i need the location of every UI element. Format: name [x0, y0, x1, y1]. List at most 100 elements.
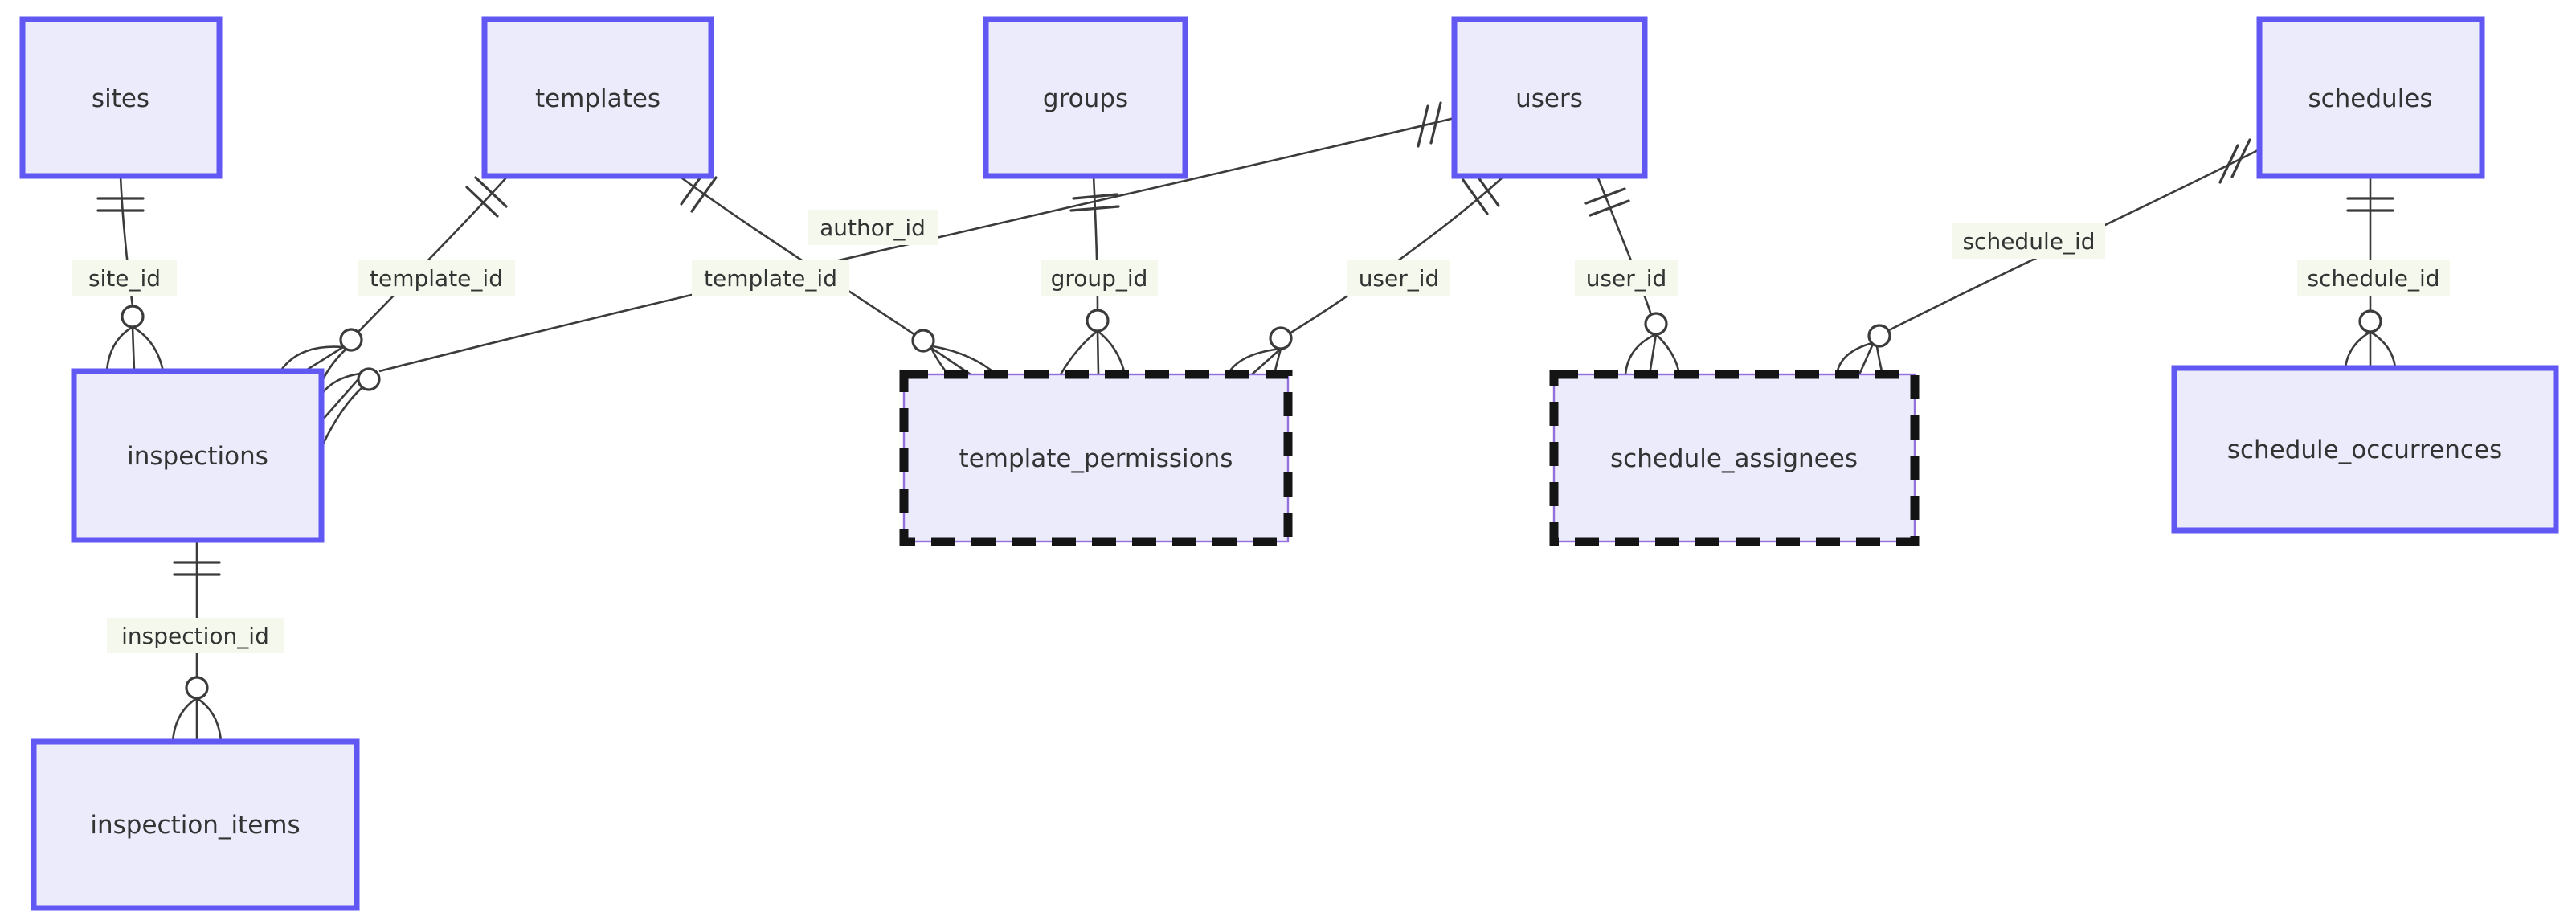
- edge-label-text: schedule_id: [2307, 265, 2439, 292]
- edge-label-template-id-right: template_id: [692, 260, 849, 296]
- edge-label-text: user_id: [1359, 265, 1440, 292]
- edge-label-bg: [1347, 260, 1450, 296]
- zero-cardinality-circle: [1867, 324, 1891, 348]
- entity-inspections: inspections: [71, 368, 325, 543]
- edge-label-text: author_id: [820, 215, 926, 241]
- edge-label-bg: [358, 260, 515, 296]
- one-cardinality-marker: [2218, 138, 2251, 184]
- zero-cardinality-circle: [339, 328, 363, 352]
- entity-box: [71, 368, 325, 543]
- entity-box-dashed-border: [1549, 370, 1920, 546]
- entity-box-dashed-border: [899, 370, 1293, 546]
- edge-label-text: schedule_id: [1962, 228, 2095, 255]
- entity-name: inspections: [127, 442, 268, 471]
- entity-name: sites: [92, 84, 149, 113]
- edge-label-author-id: author_id: [808, 210, 938, 245]
- edge-label-text: template_id: [704, 265, 837, 292]
- relationship-line: [1092, 175, 1099, 311]
- entity-templates: templates: [481, 16, 714, 179]
- edge-label-bg: [72, 260, 177, 296]
- relationship-line: [678, 174, 916, 337]
- one-cardinality-marker: [1584, 187, 1630, 217]
- many-cardinality-crowfoot: [1624, 333, 1681, 375]
- edge-label-text: template_id: [370, 265, 503, 292]
- zero-cardinality-circle: [357, 367, 381, 391]
- entity-box: [1552, 373, 1916, 543]
- relationship-groups-template-permissions: [1059, 175, 1126, 375]
- edge-label-text: inspection_id: [121, 623, 269, 649]
- edge-label-bg: [1575, 260, 1678, 296]
- entity-sites: sites: [19, 16, 223, 179]
- entity-name: users: [1515, 84, 1583, 113]
- entity-box: [1451, 16, 1648, 179]
- relationship-users-schedule-assignees: [1584, 175, 1681, 375]
- entity-groups: groups: [983, 16, 1188, 179]
- one-cardinality-marker: [173, 561, 221, 576]
- edge-label-inspection-id: inspection_id: [107, 618, 284, 653]
- entity-box: [983, 16, 1188, 179]
- edge-label-template-id-left: template_id: [358, 260, 515, 296]
- relationship-templates-template-permissions: [678, 169, 997, 376]
- edge-label-user-id-right: user_id: [1575, 260, 1678, 296]
- relationship-line: [1289, 175, 1505, 335]
- relationship-line: [358, 175, 509, 333]
- entity-inspection-items: inspection_items: [31, 738, 360, 911]
- edge-label-text: group_id: [1051, 265, 1148, 292]
- edge-label-schedule-id-left: schedule_id: [1952, 223, 2105, 259]
- entity-box: [2171, 365, 2559, 534]
- relationship-templates-inspections: [279, 175, 509, 382]
- zero-cardinality-circle: [911, 329, 935, 353]
- zero-cardinality-circle: [1644, 312, 1668, 336]
- zero-cardinality-circle: [121, 305, 145, 329]
- entity-schedules: schedules: [2256, 16, 2485, 179]
- many-cardinality-crowfoot: [1835, 341, 1884, 375]
- edge-label-bg: [808, 210, 938, 245]
- entity-name: schedules: [2308, 84, 2432, 113]
- relationship-sites-inspections: [96, 175, 165, 372]
- relationship-line: [1596, 175, 1653, 316]
- edge-label-bg: [2297, 260, 2450, 296]
- many-cardinality-crowfoot: [320, 372, 362, 448]
- entity-name: schedule_assignees: [1610, 444, 1858, 473]
- relationship-users-inspections-author: [320, 101, 1455, 448]
- one-cardinality-marker: [2346, 197, 2394, 212]
- one-cardinality-marker: [1417, 101, 1442, 148]
- entity-name: inspection_items: [90, 811, 300, 840]
- edge-label-text: user_id: [1586, 265, 1667, 292]
- one-cardinality-marker: [96, 197, 145, 212]
- entity-name: schedule_occurrences: [2227, 435, 2502, 464]
- edge-label-bg: [1952, 223, 2105, 259]
- entity-schedule-occurrences: schedule_occurrences: [2171, 365, 2559, 534]
- many-cardinality-crowfoot: [1059, 329, 1126, 375]
- entity-name: groups: [1043, 84, 1128, 113]
- one-cardinality-marker: [465, 176, 508, 218]
- edge-label-schedule-id-right: schedule_id: [2297, 260, 2450, 296]
- zero-cardinality-circle: [1086, 309, 1110, 333]
- zero-cardinality-circle: [2358, 309, 2382, 333]
- entity-box: [19, 16, 223, 179]
- one-cardinality-marker: [1069, 193, 1120, 212]
- edge-label-bg: [1041, 260, 1158, 296]
- many-cardinality-crowfoot: [171, 697, 223, 742]
- entity-box: [481, 16, 714, 179]
- relationship-line: [119, 175, 134, 307]
- entity-box: [2256, 16, 2485, 179]
- relationship-line: [378, 117, 1455, 373]
- entity-name: templates: [535, 84, 660, 113]
- edge-label-text: site_id: [88, 265, 161, 292]
- edge-label-user-id-left: user_id: [1347, 260, 1450, 296]
- edge-label-bg: [107, 618, 284, 653]
- many-cardinality-crowfoot: [2344, 330, 2397, 369]
- entity-schedule-assignees: schedule_assignees: [1549, 370, 1920, 546]
- entity-name: template_permissions: [959, 444, 1233, 473]
- edge-label-bg: [692, 260, 849, 296]
- entity-users: users: [1451, 16, 1648, 179]
- zero-cardinality-circle: [1269, 326, 1293, 350]
- zero-cardinality-circle: [185, 676, 209, 700]
- entity-box: [902, 373, 1290, 543]
- entity-box: [31, 738, 360, 911]
- entity-template-permissions: template_permissions: [899, 370, 1293, 546]
- edge-label-site-id: site_id: [72, 260, 177, 296]
